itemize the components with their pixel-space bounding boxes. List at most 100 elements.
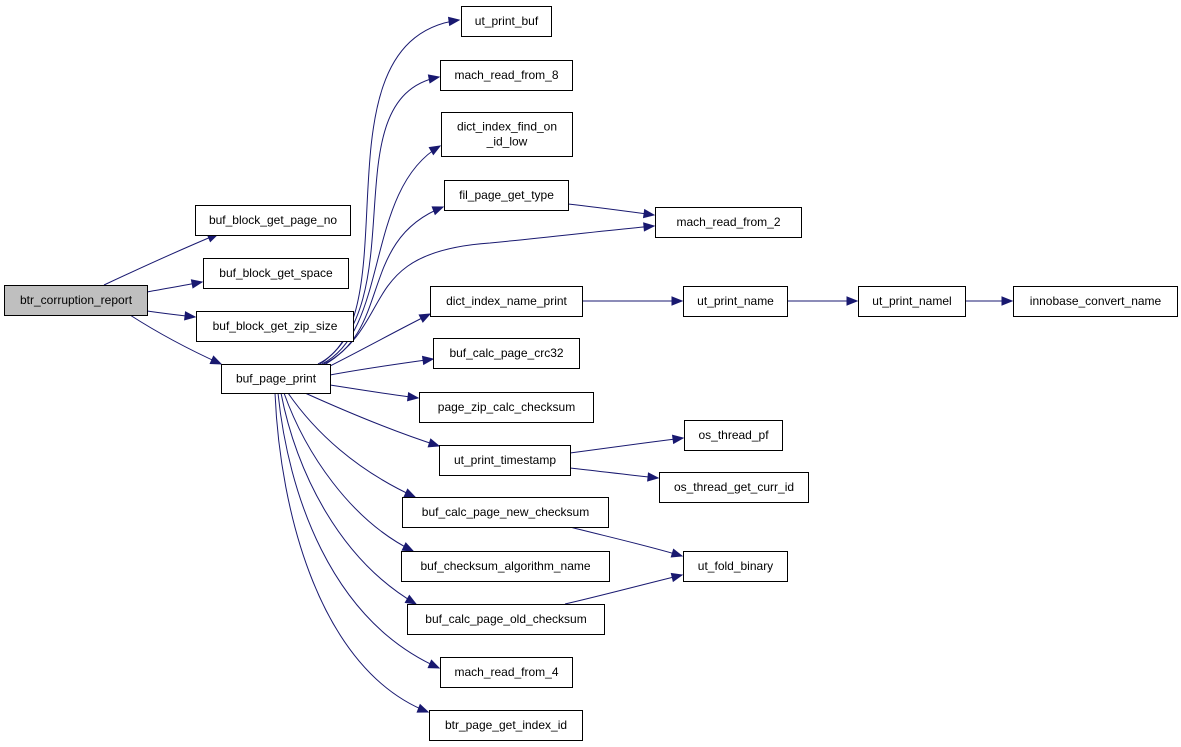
node-label: buf_page_print (236, 372, 317, 386)
arrowhead-icon (1001, 296, 1014, 306)
edge-line (569, 467, 659, 479)
node-box (4, 285, 148, 316)
node-innobase-convert-name[interactable]: innobase_convert_name (1013, 286, 1178, 317)
node-box (683, 551, 788, 582)
node-mach-read-from-8[interactable]: mach_read_from_8 (440, 60, 573, 91)
arrowhead-icon (846, 296, 859, 306)
node-label: dict_index_find_on (457, 120, 557, 134)
arrowhead-icon (427, 74, 441, 84)
arrowhead-icon (401, 542, 415, 552)
node-buf-block-get-page-no[interactable]: buf_block_get_page_no (195, 205, 351, 236)
node-label: buf_block_get_space (219, 266, 333, 280)
edge-buf_page_print-to-mach_read_from_4 (277, 392, 441, 669)
node-box (441, 112, 573, 157)
node-label: innobase_convert_name (1030, 294, 1162, 308)
arrowhead-icon (416, 703, 430, 713)
arrowhead-icon (642, 208, 656, 219)
node-box (684, 420, 783, 451)
node-os-thread-pf[interactable]: os_thread_pf (684, 420, 783, 451)
edge-line (569, 437, 684, 454)
node-label: buf_calc_page_crc32 (449, 346, 563, 360)
edge-buf_page_print-to-btr_page_get_index_id (274, 392, 430, 713)
node-label: page_zip_calc_checksum (438, 400, 575, 414)
node-box (433, 338, 580, 369)
arrowhead-icon (184, 311, 197, 321)
node-ut-print-name[interactable]: ut_print_name (683, 286, 788, 317)
edge-line (321, 145, 441, 365)
edges-layer (103, 16, 1014, 713)
edge-line (567, 203, 655, 216)
edge-buf_page_print-to-mach_read_from_2 (325, 222, 656, 365)
node-ut-print-timestamp[interactable]: ut_print_timestamp (439, 445, 571, 476)
edge-line (277, 392, 440, 669)
edge-line (329, 358, 434, 376)
edge-fil_page_get_type-to-mach_read_from_2 (567, 203, 656, 219)
node-box (221, 364, 331, 394)
node-label: ut_print_timestamp (454, 453, 556, 467)
node-ut-fold-binary[interactable]: ut_fold_binary (683, 551, 788, 582)
arrowhead-icon (427, 438, 441, 448)
node-box (1013, 286, 1178, 317)
edge-line (280, 392, 417, 605)
node-label: ut_fold_binary (698, 559, 773, 573)
node-dict-index-name-print[interactable]: dict_index_name_print (430, 286, 583, 317)
node-box (440, 657, 573, 688)
node-box (655, 207, 802, 238)
edge-buf_page_print-to-ut_print_timestamp (304, 392, 441, 448)
edge-line (287, 392, 416, 498)
node-box (858, 286, 966, 317)
node-buf-page-print[interactable]: buf_page_print (221, 364, 331, 394)
node-label: btr_page_get_index_id (445, 718, 567, 732)
node-label: mach_read_from_2 (676, 215, 780, 229)
arrowhead-icon (418, 313, 432, 323)
node-dict-index-find-on-id-low[interactable]: dict_index_find_on_id_low (441, 112, 573, 157)
edge-buf_page_print-to-buf_calc_page_crc32 (329, 355, 435, 376)
node-box (429, 710, 583, 741)
arrowhead-icon (406, 391, 420, 402)
edge-line (569, 526, 683, 557)
edge-buf_calc_page_old_checksum-to-ut_fold_binary (564, 572, 684, 605)
arrowhead-icon (404, 594, 418, 605)
arrowhead-icon (671, 434, 685, 445)
node-box (444, 180, 569, 211)
arrowhead-icon (670, 548, 684, 558)
node-page-zip-calc-checksum[interactable]: page_zip_calc_checksum (419, 392, 594, 423)
node-buf-block-get-zip-size[interactable]: buf_block_get_zip_size (196, 311, 354, 342)
node-buf-calc-page-old-checksum[interactable]: buf_calc_page_old_checksum (407, 604, 605, 635)
edge-line (304, 392, 440, 447)
node-label: ut_print_namel (872, 294, 951, 308)
node-mach-read-from-4[interactable]: mach_read_from_4 (440, 657, 573, 688)
nodes-layer: btr_corruption_report buf_block_get_page_… (4, 6, 1178, 741)
edge-buf_page_print-to-page_zip_calc_checksum (329, 384, 420, 402)
arrowhead-icon (643, 222, 656, 232)
edge-line (325, 225, 655, 365)
edge-btr_corruption_report-to-buf_block_get_page_no (103, 233, 220, 286)
edge-ut_print_timestamp-to-os_thread_pf (569, 434, 685, 454)
edge-buf_page_print-to-buf_calc_page_old_checksum (280, 392, 418, 605)
edge-line (564, 574, 683, 605)
node-ut-print-buf[interactable]: ut_print_buf (461, 6, 552, 37)
node-buf-block-get-space[interactable]: buf_block_get_space (203, 258, 349, 289)
node-label: fil_page_get_type (459, 188, 554, 202)
edge-line (327, 313, 431, 368)
node-label: buf_checksum_algorithm_name (420, 559, 590, 573)
node-box (430, 286, 583, 317)
edge-btr_corruption_report-to-buf_page_print (129, 314, 223, 365)
node-btr-corruption-report[interactable]: btr_corruption_report (4, 285, 148, 316)
node-mach-read-from-2[interactable]: mach_read_from_2 (655, 207, 802, 238)
node-label: ut_print_name (697, 294, 774, 308)
node-os-thread-get-curr-id[interactable]: os_thread_get_curr_id (659, 472, 809, 503)
node-buf-calc-page-new-checksum[interactable]: buf_calc_page_new_checksum (402, 497, 609, 528)
node-buf-checksum-algorithm-name[interactable]: buf_checksum_algorithm_name (401, 551, 610, 582)
node-ut-print-namel[interactable]: ut_print_namel (858, 286, 966, 317)
edge-ut_print_timestamp-to-os_thread_get_curr_id (569, 467, 660, 482)
node-btr-page-get-index-id[interactable]: btr_page_get_index_id (429, 710, 583, 741)
arrowhead-icon (428, 145, 442, 156)
node-box (683, 286, 788, 317)
arrowhead-icon (421, 355, 435, 366)
arrowhead-icon (431, 206, 445, 216)
node-fil-page-get-type[interactable]: fil_page_get_type (444, 180, 569, 211)
edge-ut_print_namel-to-innobase_convert_name (965, 296, 1014, 306)
node-box (195, 205, 351, 236)
node-buf-calc-page-crc32[interactable]: buf_calc_page_crc32 (433, 338, 580, 369)
